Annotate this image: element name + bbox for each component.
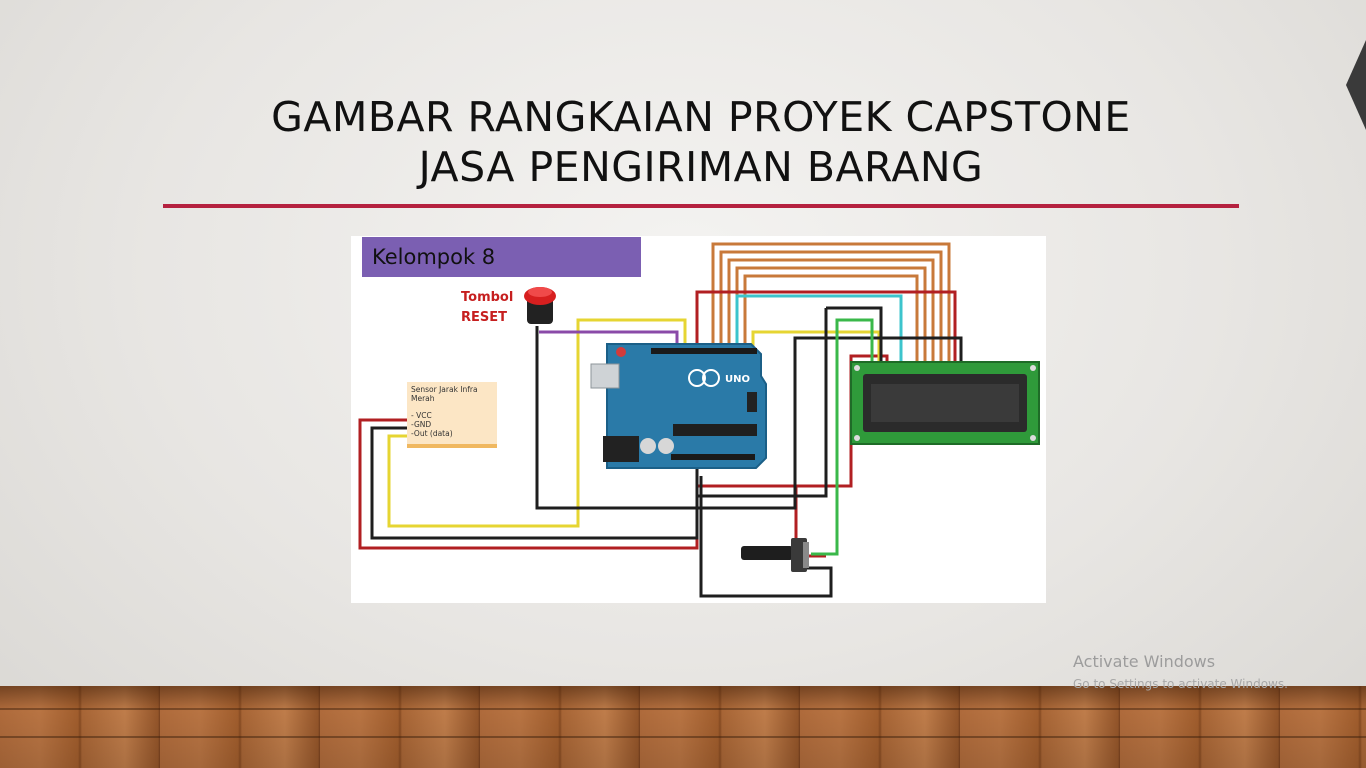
- board-label: UNO: [725, 374, 750, 385]
- sensor-pin-vcc: - VCC: [411, 411, 432, 420]
- sensor-note: Sensor Jarak Infra Merah - VCC -GND -Out…: [407, 382, 497, 448]
- reset-button-label: Tombol RESET: [461, 288, 513, 328]
- push-button-icon: [524, 287, 556, 324]
- slide: GAMBAR RANGKAIAN PROYEK CAPSTONE JASA PE…: [163, 40, 1366, 603]
- group-label: Kelompok 8: [362, 237, 641, 277]
- reset-label-line-1: Tombol: [461, 290, 514, 305]
- sensor-pin-gnd: -GND: [411, 420, 432, 429]
- title-line-2: JASA PENGIRIMAN BARANG: [418, 143, 984, 191]
- activate-windows-watermark: Activate Windows Go to Settings to activ…: [1073, 651, 1288, 693]
- slide-corner-chevron-icon: [1346, 40, 1366, 130]
- slide-title: GAMBAR RANGKAIAN PROYEK CAPSTONE JASA PE…: [163, 92, 1239, 192]
- sensor-pin-out: -Out (data): [411, 429, 453, 438]
- sensor-note-title: Sensor Jarak Infra Merah: [411, 385, 478, 403]
- reset-label-line-2: RESET: [461, 310, 508, 325]
- circuit-diagram: UNO: [351, 236, 1046, 603]
- watermark-line-1: Activate Windows: [1073, 652, 1216, 671]
- lcd-display-icon: [850, 361, 1040, 445]
- title-divider: [163, 204, 1239, 208]
- wood-floor: [0, 686, 1366, 768]
- watermark-line-2: Go to Settings to activate Windows.: [1073, 677, 1288, 691]
- circuit-wires: UNO: [358, 242, 1040, 598]
- potentiometer-icon: [741, 538, 809, 572]
- arduino-uno-board-icon: UNO: [590, 343, 767, 469]
- title-line-1: GAMBAR RANGKAIAN PROYEK CAPSTONE: [271, 93, 1131, 141]
